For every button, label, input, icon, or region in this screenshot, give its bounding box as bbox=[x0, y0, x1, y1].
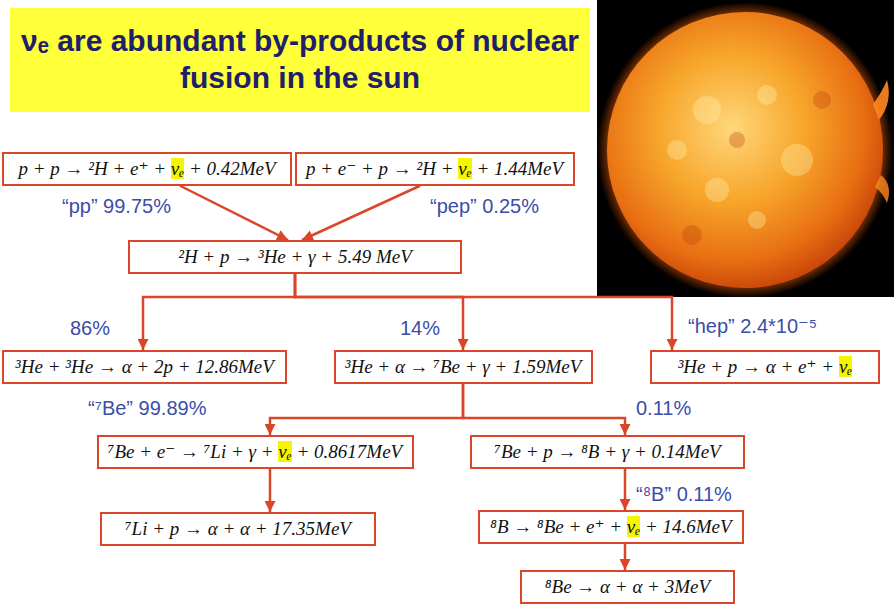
sun-prominence bbox=[873, 80, 889, 120]
sun-glow bbox=[597, 2, 893, 297]
reaction-arrow bbox=[143, 274, 295, 350]
sun-photo bbox=[597, 0, 894, 297]
reaction-box: p + e⁻ + p → ²H + νₑ + 1.44MeV bbox=[295, 152, 575, 186]
reaction-equation: ⁸Be → α + α + 3MeV bbox=[545, 575, 710, 599]
reaction-arrow bbox=[624, 544, 627, 570]
sun-granulation bbox=[667, 85, 813, 229]
reaction-box: ³He + ³He → α + 2p + 12.86MeV bbox=[2, 350, 287, 384]
equation-part: p + e⁻ + p → ²H + bbox=[306, 158, 458, 179]
reaction-equation: ²H + p → ³He + γ + 5.49 MeV bbox=[178, 245, 412, 269]
sun-disc bbox=[607, 12, 883, 288]
branch-percentage: “pp” 99.75% bbox=[62, 194, 171, 218]
title-banner: νₑ are abundant by-products of nuclear f… bbox=[10, 8, 590, 112]
reaction-equation: p + e⁻ + p → ²H + νₑ + 1.44MeV bbox=[306, 157, 563, 181]
equation-part: ⁸B → ⁸Be + e⁺ + bbox=[490, 516, 626, 537]
equation-part: ³He + p → α + e⁺ + bbox=[678, 356, 839, 377]
neutrino-highlight: νₑ bbox=[839, 356, 852, 377]
branch-percentage: 14% bbox=[400, 316, 440, 340]
reaction-equation: ⁷Be + e⁻ → ⁷Li + γ + νₑ + 0.8617MeV bbox=[108, 440, 402, 464]
reaction-box: ⁷Be + p → ⁸B + γ + 0.14MeV bbox=[470, 435, 745, 469]
reaction-box: ³He + p → α + e⁺ + νₑ bbox=[650, 350, 880, 384]
reaction-arrow bbox=[295, 274, 463, 350]
equation-part: + 0.42MeV bbox=[184, 158, 275, 179]
reaction-box: ⁷Li + p → α + α + 17.35MeV bbox=[100, 512, 376, 546]
equation-part: p + p → ²H + e⁺ + bbox=[18, 158, 170, 179]
reaction-box: ⁸B → ⁸Be + e⁺ + νₑ + 14.6MeV bbox=[478, 510, 744, 544]
equation-part: + 1.44MeV bbox=[472, 158, 563, 179]
reaction-equation: ⁷Li + p → α + α + 17.35MeV bbox=[125, 517, 351, 541]
branch-percentage: “⁸B” 0.11% bbox=[636, 482, 732, 506]
reaction-equation: ⁷Be + p → ⁸B + γ + 0.14MeV bbox=[494, 440, 720, 464]
branch-percentage: 86% bbox=[70, 316, 110, 340]
branch-percentage: 0.11% bbox=[636, 396, 691, 420]
equation-part: ²H + p → ³He + γ + 5.49 MeV bbox=[178, 246, 412, 267]
equation-part: + 14.6MeV bbox=[640, 516, 731, 537]
reaction-equation: p + p → ²H + e⁺ + νₑ + 0.42MeV bbox=[18, 157, 275, 181]
equation-part: ⁸Be → α + α + 3MeV bbox=[545, 576, 710, 597]
reaction-equation: ³He + ³He → α + 2p + 12.86MeV bbox=[15, 355, 274, 379]
reaction-arrow bbox=[269, 469, 272, 512]
equation-part: ⁷Be + p → ⁸B + γ + 0.14MeV bbox=[494, 441, 720, 462]
reaction-box: ⁷Be + e⁻ → ⁷Li + γ + νₑ + 0.8617MeV bbox=[97, 435, 414, 469]
equation-part: ³He + ³He → α + 2p + 12.86MeV bbox=[15, 356, 274, 377]
equation-part: ³He + α → ⁷Be + γ + 1.59MeV bbox=[345, 356, 582, 377]
reaction-arrow bbox=[463, 384, 625, 435]
reaction-box: p + p → ²H + e⁺ + νₑ + 0.42MeV bbox=[2, 152, 292, 186]
reaction-box: ⁸Be → α + α + 3MeV bbox=[520, 570, 735, 604]
space-background bbox=[597, 0, 894, 297]
reaction-arrow bbox=[295, 274, 672, 350]
reaction-equation: ³He + p → α + e⁺ + νₑ bbox=[678, 355, 853, 379]
branch-percentage: “hep” 2.4*10⁻⁵ bbox=[688, 314, 817, 338]
reaction-equation: ⁸B → ⁸Be + e⁺ + νₑ + 14.6MeV bbox=[490, 515, 731, 539]
title-text: νₑ are abundant by-products of nuclear f… bbox=[20, 23, 580, 96]
reaction-arrow bbox=[302, 186, 420, 240]
reaction-arrow bbox=[624, 469, 627, 510]
neutrino-highlight: νₑ bbox=[458, 158, 471, 179]
neutrino-highlight: νₑ bbox=[278, 441, 291, 462]
branch-percentage: “⁷Be” 99.89% bbox=[88, 396, 206, 420]
sun-spots bbox=[682, 91, 831, 245]
reaction-equation: ³He + α → ⁷Be + γ + 1.59MeV bbox=[345, 355, 582, 379]
neutrino-highlight: νₑ bbox=[627, 516, 640, 537]
branch-percentage: “pep” 0.25% bbox=[430, 194, 539, 218]
sun-prominence bbox=[875, 175, 889, 203]
reaction-box: ³He + α → ⁷Be + γ + 1.59MeV bbox=[334, 350, 593, 384]
equation-part: + 0.8617MeV bbox=[292, 441, 402, 462]
reaction-arrow bbox=[180, 186, 288, 240]
equation-part: ⁷Be + e⁻ → ⁷Li + γ + bbox=[108, 441, 279, 462]
reaction-box: ²H + p → ³He + γ + 5.49 MeV bbox=[128, 240, 462, 274]
equation-part: ⁷Li + p → α + α + 17.35MeV bbox=[125, 518, 351, 539]
neutrino-highlight: νₑ bbox=[171, 158, 184, 179]
reaction-arrow bbox=[270, 384, 463, 435]
